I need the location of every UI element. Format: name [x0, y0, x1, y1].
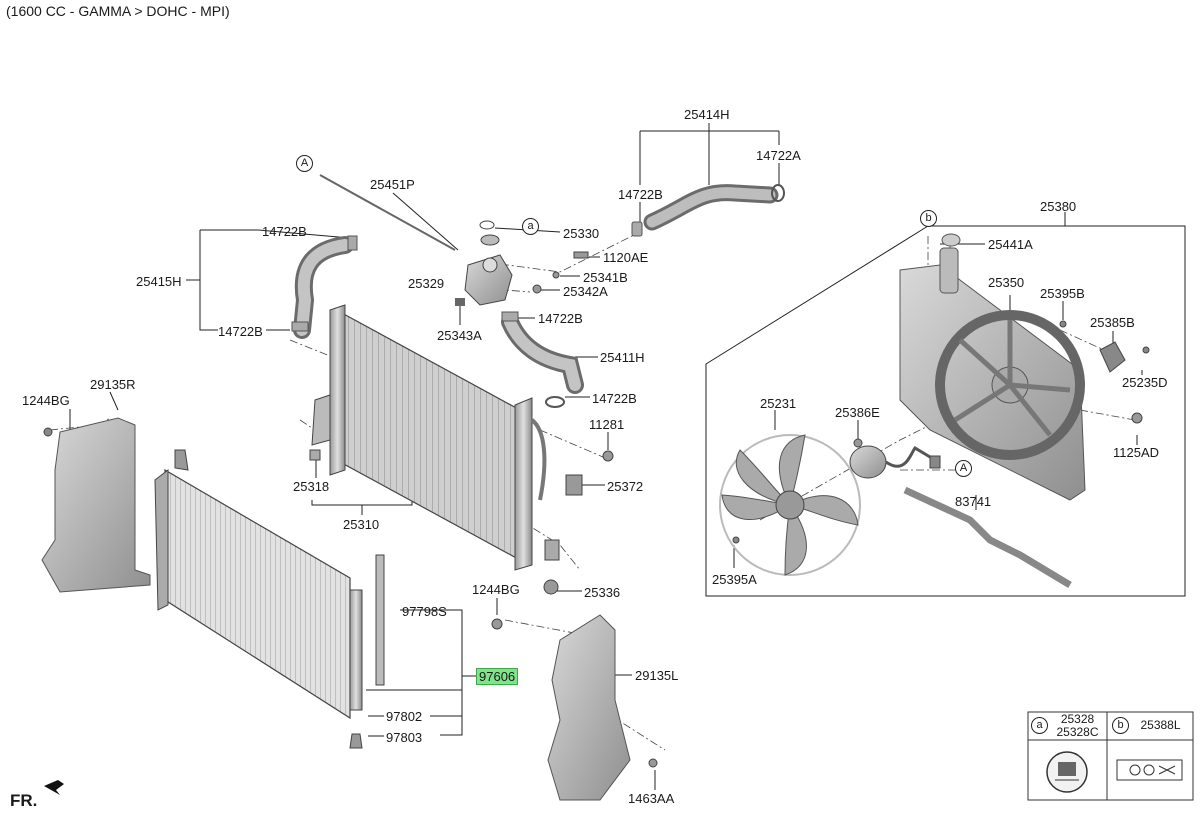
part-label-25441A[interactable]: 25441A [988, 237, 1033, 252]
part-label-25330[interactable]: 25330 [563, 226, 600, 241]
part-label-25395A[interactable]: 25395A [712, 572, 757, 587]
part-label-25231[interactable]: 25231 [760, 396, 797, 411]
callout-a[interactable]: a [522, 218, 539, 235]
part-label-97803[interactable]: 97803 [386, 730, 423, 745]
part-label-14722B-top[interactable]: 14722B [618, 187, 663, 202]
part-label-25342A[interactable]: 25342A [563, 284, 608, 299]
part-label-14722B-mid[interactable]: 14722B [538, 311, 583, 326]
callout-A-top[interactable]: A [296, 155, 313, 172]
part-label-25411H[interactable]: 25411H [600, 350, 645, 365]
part-label-83741[interactable]: 83741 [955, 494, 992, 509]
part-label-25318[interactable]: 25318 [293, 479, 330, 494]
part-label-97798S[interactable]: 97798S [402, 604, 447, 619]
part-label-11281[interactable]: 11281 [589, 417, 625, 432]
part-label-25310[interactable]: 25310 [343, 517, 380, 532]
part-label-29135R[interactable]: 29135R [90, 377, 136, 392]
part-label-25235D[interactable]: 25235D [1122, 375, 1168, 390]
legend-key-a: a [1031, 717, 1048, 734]
callout-b[interactable]: b [920, 210, 937, 227]
part-label-25372[interactable]: 25372 [607, 479, 644, 494]
part-label-97606-highlighted[interactable]: 97606 [476, 668, 519, 685]
part-label-25386E[interactable]: 25386E [835, 405, 880, 420]
part-label-25343A[interactable]: 25343A [437, 328, 482, 343]
legend-part-25328[interactable]: 25328 [1060, 712, 1095, 726]
part-label-1463AA[interactable]: 1463AA [628, 791, 675, 806]
part-label-14722B-low[interactable]: 14722B [592, 391, 637, 406]
part-label-25414H[interactable]: 25414H [684, 107, 730, 122]
part-label-25329[interactable]: 25329 [408, 276, 445, 291]
part-label-25395B[interactable]: 25395B [1040, 286, 1085, 301]
part-label-14722B-hose[interactable]: 14722B [262, 224, 307, 239]
part-label-1125AD[interactable]: 1125AD [1113, 445, 1160, 460]
part-label-29135L[interactable]: 29135L [635, 668, 679, 683]
part-label-25341B[interactable]: 25341B [583, 270, 628, 285]
part-label-1244BG-left[interactable]: 1244BG [22, 393, 70, 408]
part-label-25415H[interactable]: 25415H [136, 274, 182, 289]
part-label-1120AE[interactable]: 1120AE [603, 250, 649, 265]
part-label-14722A[interactable]: 14722A [756, 148, 801, 163]
part-label-25380[interactable]: 25380 [1040, 199, 1077, 214]
part-label-25385B[interactable]: 25385B [1090, 315, 1135, 330]
engine-spec-header: (1600 CC - GAMMA > DOHC - MPI) [6, 3, 230, 19]
part-label-25451P[interactable]: 25451P [370, 177, 415, 192]
legend-part-25328C[interactable]: 25328C [1056, 725, 1099, 739]
callout-A-fan[interactable]: A [955, 460, 972, 477]
part-label-1244BG-mid[interactable]: 1244BG [472, 582, 520, 597]
part-label-25350[interactable]: 25350 [988, 275, 1025, 290]
legend-part-25388L[interactable]: 25388L [1140, 718, 1181, 732]
legend-key-b: b [1112, 717, 1129, 734]
part-label-25336[interactable]: 25336 [584, 585, 621, 600]
part-label-97802[interactable]: 97802 [386, 709, 423, 724]
front-direction-label: FR. [10, 791, 38, 810]
part-label-14722B-left[interactable]: 14722B [218, 324, 263, 339]
